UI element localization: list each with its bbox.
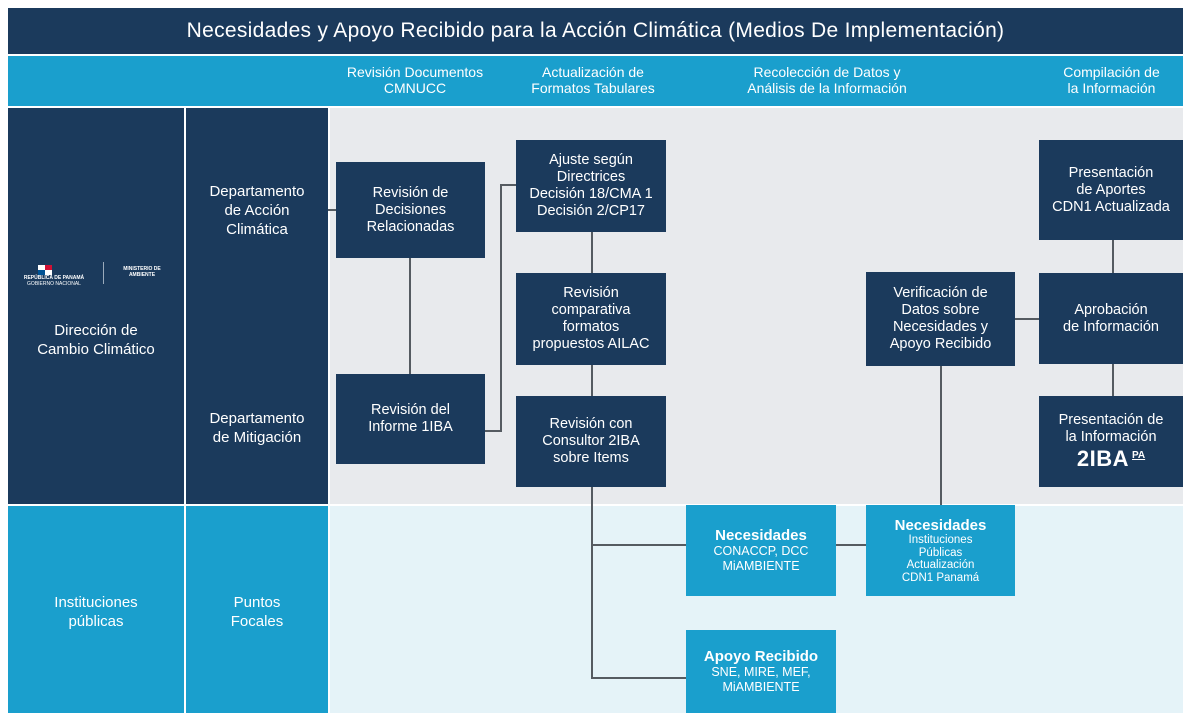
label-direccion-cambio-climatico: Dirección de Cambio Climático bbox=[37, 322, 155, 358]
box-revision-decisiones: Revisión de Decisiones Relacionadas bbox=[336, 162, 485, 258]
necesidades-detail: Instituciones Públicas Actualización CDN… bbox=[901, 534, 980, 584]
phase-recoleccion-datos: Recolección de Datos y Análisis de la In… bbox=[747, 64, 907, 96]
connector bbox=[591, 232, 593, 273]
label-instituciones-publicas: Instituciones públicas bbox=[54, 594, 138, 630]
connector bbox=[591, 677, 686, 679]
connector bbox=[1015, 318, 1039, 320]
phase-actualizacion-formatos: Actualización de Formatos Tabulares bbox=[531, 64, 655, 96]
connector bbox=[591, 487, 593, 678]
iba-logo-sup: PA bbox=[1131, 449, 1146, 461]
row-label-unit-bottom bbox=[186, 506, 328, 713]
box-revision-informe-1iba: Revisión del Informe 1IBA bbox=[336, 374, 485, 464]
presentacion-informacion-text: Presentación de la Información bbox=[1058, 411, 1164, 445]
logo-divider bbox=[103, 262, 104, 284]
connector bbox=[591, 544, 686, 546]
logo-republica: REPÚBLICA DE PANAMÁ GOBIERNO NACIONAL bbox=[14, 275, 94, 287]
row-label-org-bottom bbox=[8, 506, 184, 713]
phase-revision-documentos: Revisión Documentos CMNUCC bbox=[346, 64, 484, 96]
connector bbox=[485, 430, 502, 432]
logo-ministerio: MINISTERIO DE AMBIENTE bbox=[123, 266, 161, 278]
phase-compilacion: Compilación de la Información bbox=[1063, 64, 1160, 96]
box-presentacion-informacion: Presentación de la Información 2IBA PA bbox=[1039, 396, 1183, 487]
iba-pa-logo: 2IBA PA bbox=[1076, 445, 1146, 472]
apoyo-recibido-heading: Apoyo Recibido bbox=[703, 648, 819, 665]
logo-gobierno-text: GOBIERNO NACIONAL bbox=[27, 281, 81, 287]
necesidades-heading: Necesidades bbox=[894, 517, 987, 534]
box-ajuste-directrices: Ajuste según Directrices Decisión 18/CMA… bbox=[516, 140, 666, 232]
box-necesidades-conaccp: Necesidades CONACCP, DCC MiAMBIENTE bbox=[686, 505, 836, 596]
necesidades-heading: Necesidades bbox=[715, 527, 807, 544]
necesidades-detail: CONACCP, DCC MiAMBIENTE bbox=[713, 544, 809, 573]
apoyo-recibido-detail: SNE, MIRE, MEF, MiAMBIENTE bbox=[711, 665, 811, 694]
box-verificacion-datos: Verificación de Datos sobre Necesidades … bbox=[866, 272, 1015, 366]
label-dept-mitigacion: Departamento de Mitigación bbox=[209, 410, 305, 446]
connector bbox=[409, 258, 411, 374]
box-revision-consultor-2iba: Revisión con Consultor 2IBA sobre Items bbox=[516, 396, 666, 487]
connector bbox=[500, 184, 516, 186]
connector bbox=[1112, 364, 1114, 396]
row-label-dept-top bbox=[186, 108, 328, 504]
row-label-org-top bbox=[8, 108, 184, 504]
connector bbox=[328, 209, 336, 211]
logo-republica-text: REPÚBLICA DE PANAMÁ bbox=[23, 275, 85, 281]
box-revision-ailac: Revisión comparativa formatos propuestos… bbox=[516, 273, 666, 365]
box-apoyo-recibido: Apoyo Recibido SNE, MIRE, MEF, MiAMBIENT… bbox=[686, 630, 836, 713]
box-aprobacion-informacion: Aprobación de Información bbox=[1039, 273, 1183, 364]
diagram-title: Necesidades y Apoyo Recibido para la Acc… bbox=[8, 8, 1183, 54]
label-puntos-focales: Puntos Focales bbox=[230, 594, 284, 630]
connector bbox=[1112, 240, 1114, 273]
panama-flag-icon bbox=[38, 262, 52, 275]
label-dept-accion-climatica: Departamento de Acción Climática bbox=[209, 182, 305, 238]
connector bbox=[500, 184, 502, 432]
connector bbox=[940, 366, 942, 506]
box-necesidades-instituciones: Necesidades Instituciones Públicas Actua… bbox=[866, 505, 1015, 596]
connector bbox=[591, 365, 593, 396]
iba-logo-text: 2IBA bbox=[1076, 445, 1129, 471]
connector bbox=[836, 544, 866, 546]
box-presentacion-aportes: Presentación de Aportes CDN1 Actualizada bbox=[1039, 140, 1183, 240]
phase-header-bar bbox=[8, 56, 1183, 106]
